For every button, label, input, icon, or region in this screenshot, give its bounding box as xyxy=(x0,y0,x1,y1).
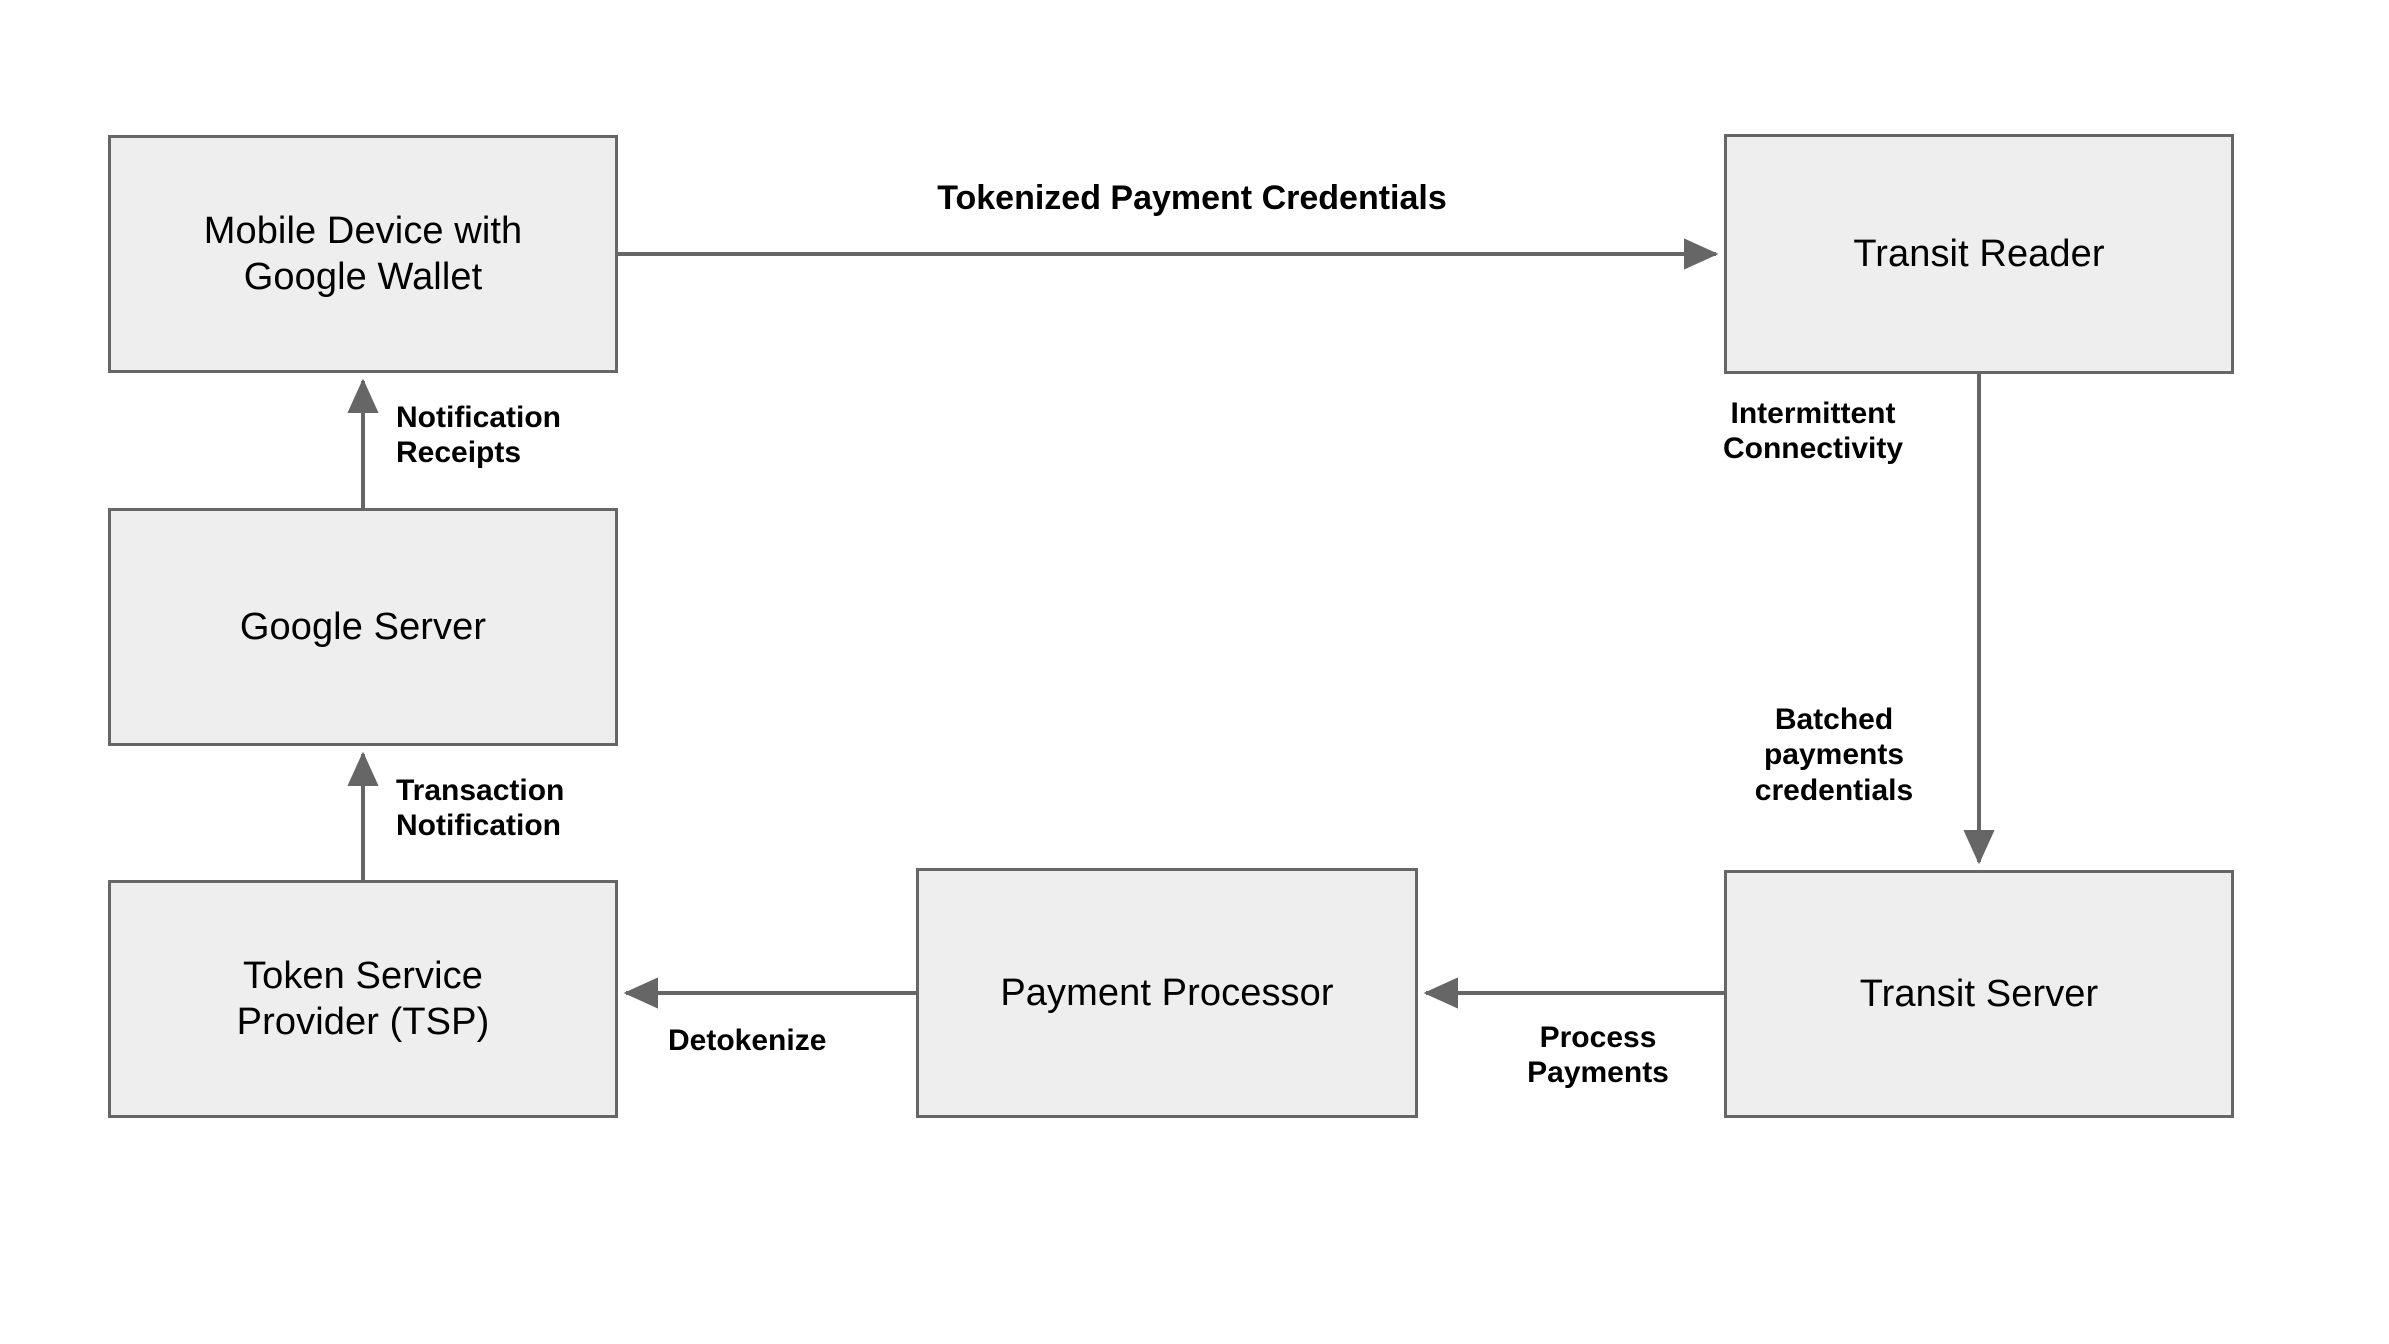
node-google-server-label: Google Server xyxy=(239,605,487,648)
edge-label-intermittent-connectivity: Intermittent Connectivity xyxy=(1722,397,1904,466)
node-token-service-provider[interactable]: Token Service Provider (TSP) xyxy=(108,880,618,1118)
node-transit-server[interactable]: Transit Server xyxy=(1724,870,2234,1118)
edge-label-tokenized-payment-credentials: Tokenized Payment Credentials xyxy=(937,179,1447,217)
node-google-server[interactable]: Google Server xyxy=(108,508,618,746)
node-payment-processor[interactable]: Payment Processor xyxy=(916,868,1418,1118)
edge-label-notification-receipts: Notification Receipts xyxy=(396,401,561,470)
edge-label-process-payments: Process Payments xyxy=(1527,1021,1669,1090)
node-mobile-device[interactable]: Mobile Device with Google Wallet xyxy=(108,135,618,373)
node-token-service-provider-label: Token Service Provider (TSP) xyxy=(236,954,490,1043)
node-transit-reader-label: Transit Reader xyxy=(1853,232,2105,275)
edge-label-detokenize: Detokenize xyxy=(668,1024,827,1057)
node-transit-server-label: Transit Server xyxy=(1859,972,2099,1015)
node-transit-reader[interactable]: Transit Reader xyxy=(1724,134,2234,374)
edge-label-batched-payments-credentials: Batched payments credentials xyxy=(1754,703,1914,807)
edge-label-transaction-notification: Transaction Notification xyxy=(396,774,565,843)
node-mobile-device-label: Mobile Device with Google Wallet xyxy=(203,209,523,298)
node-payment-processor-label: Payment Processor xyxy=(1000,971,1334,1014)
